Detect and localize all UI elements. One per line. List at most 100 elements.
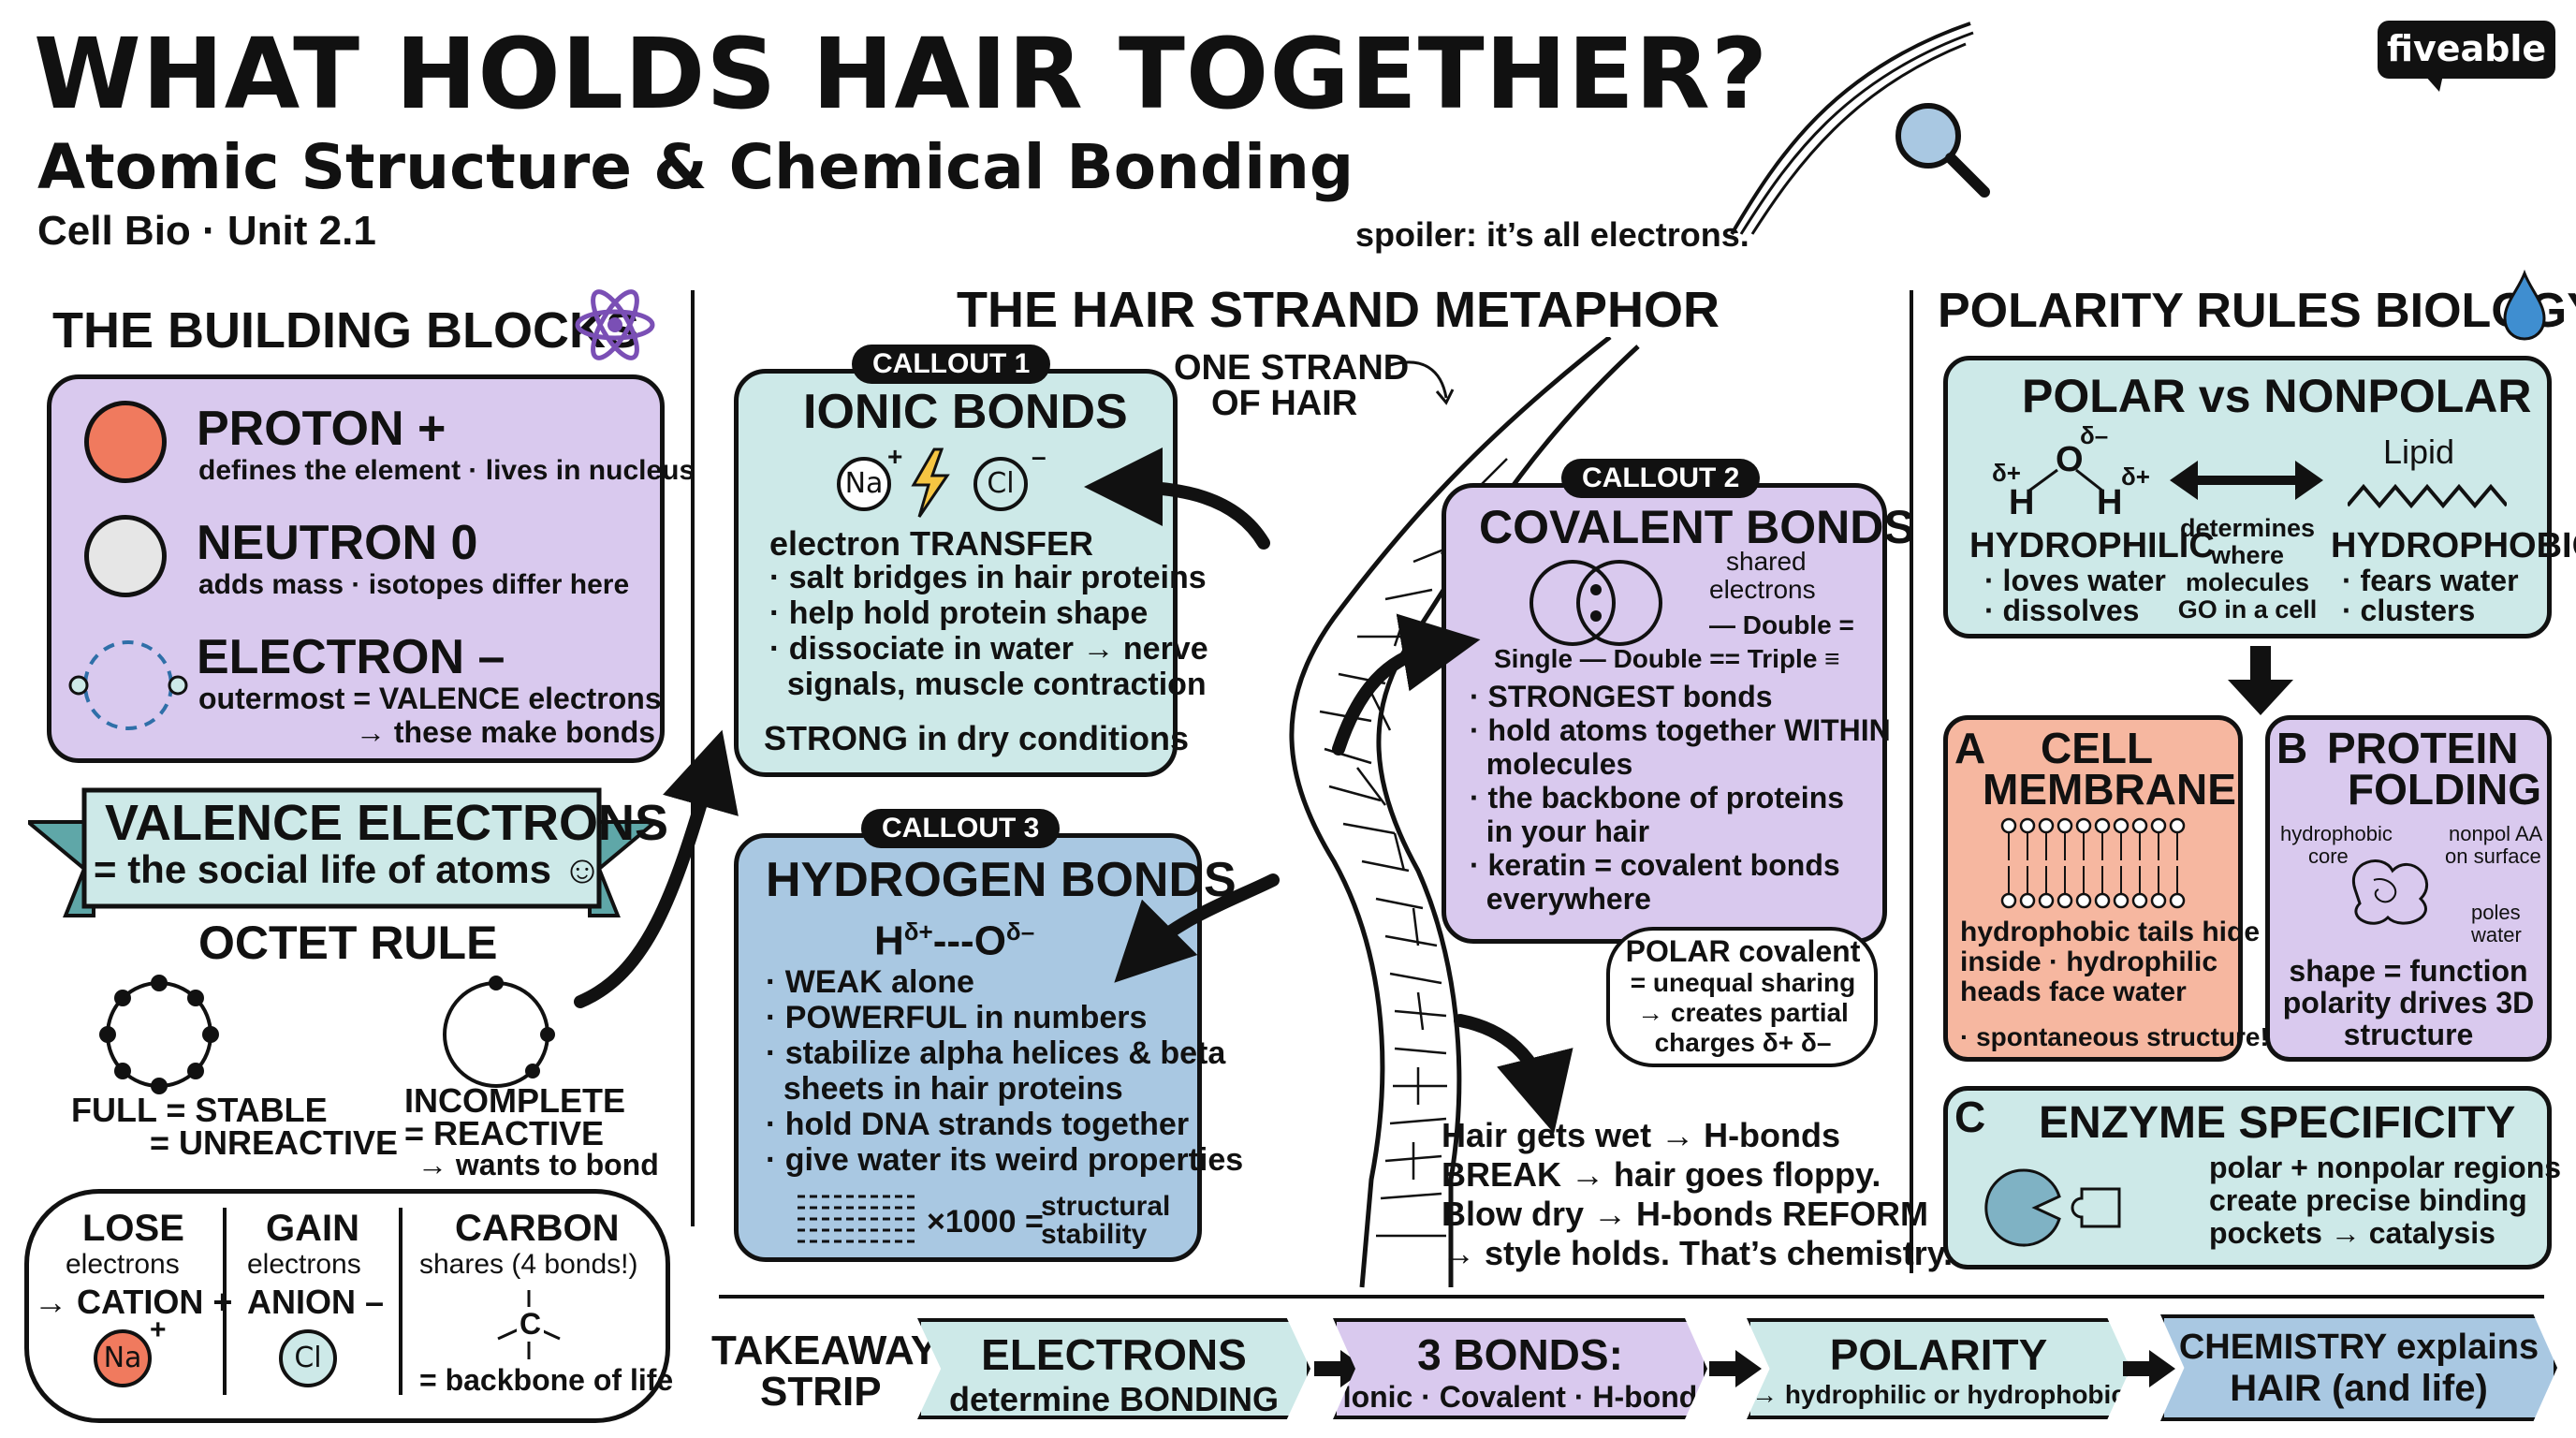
hydrogen-item: · give water its weird properties [766,1142,1244,1178]
brand-logo-tail [2424,75,2443,92]
takeaway-step-chemistry: CHEMISTRY explains HAIR (and life) [2160,1314,2557,1421]
ionic-lead: electron TRANSFER [769,524,1094,563]
covalent-item: molecules [1470,747,1633,781]
valence-banner-sub: = the social life of atoms ☺ [94,847,603,891]
folding-poles-1: poles [2471,901,2521,924]
down-arrow-icon [2228,646,2293,715]
hbond-o: ---O [932,917,1006,964]
lose-sub: electrons [66,1249,180,1280]
hbond-delta-minus: δ– [1005,917,1035,946]
hydrophobic-item-1: · fears water [2342,564,2519,597]
polar-line-2: = unequal sharing [1630,968,1856,997]
takeaway-step-bonds: 3 BONDS: Ionic · Covalent · H-bond [1333,1318,1707,1419]
full-octet-label-1: FULL = STABLE [71,1091,328,1129]
brand-name: fiveable [2386,28,2547,69]
hydrogen-list: · WEAK alone · POWERFUL in numbers · sta… [766,964,1243,1178]
electron-desc-1: outermost = VALENCE electrons [198,682,662,715]
covalent-item: · hold atoms together WITHIN [1470,713,1891,747]
carbon-symbol: C [517,1307,545,1342]
takeaway-step-sub: → hydrophilic or hydrophobic [1751,1380,2126,1409]
incomplete-label-2: = REACTIVE [404,1114,605,1152]
polar-line-3: → creates partial [1637,998,1849,1027]
covalent-item: · keratin = covalent bonds [1470,848,1840,882]
shared-label-1: shared [1726,547,1807,576]
membrane-title-2: MEMBRANE [1983,765,2236,814]
callout-2-tag: CALLOUT 2 [1561,459,1761,498]
na-symbol: Na [844,467,884,500]
membrane-title-1: CELL [2041,724,2154,772]
enzyme-letter: C [1954,1093,1986,1141]
membrane-desc-line: inside · hydrophilic [1960,946,2218,977]
folding-desc: shape = function polarity drives 3D stru… [2275,955,2542,1050]
cl-charge: – [1032,442,1046,471]
hydrogen-item: · POWERFUL in numbers [766,1000,1148,1035]
folding-letter: B [2276,724,2308,772]
hbond-structural-2: stability [1041,1219,1148,1250]
folding-np-1: nonpol AA [2449,822,2543,845]
hbond-structural-1: structural [1041,1191,1171,1222]
page-subtitle: Atomic Structure & Chemical Bonding [37,131,1354,203]
neutron-name: NEUTRON 0 [197,516,478,570]
lose-heading: LOSE [82,1208,184,1249]
electron-icon [68,640,188,730]
covalent-item: everywhere [1470,882,1651,916]
membrane-letter: A [1954,724,1986,772]
ions-divider-2 [399,1208,402,1395]
hbond-network-icon [798,1195,919,1243]
takeaway-arrow-3 [2123,1350,2175,1387]
polarity-heading: POLARITY RULES BIOLOGY [1938,284,2576,338]
electron-desc-2: → these make bonds [356,715,656,749]
chloride-symbol: Cl [294,1342,322,1374]
gain-heading: GAIN [266,1208,359,1249]
proton-desc: defines the element · lives in nucleus [198,455,695,486]
covalent-title: COVALENT BONDS [1479,501,1915,553]
ionic-item: · salt bridges in hair proteins [769,560,1207,595]
valence-banner-ribbon [28,787,655,917]
water-d-plus-left: δ+ [1992,459,2021,487]
strand-label-1: ONE STRAND [1174,348,1410,388]
metaphor-heading: THE HAIR STRAND METAPHOR [957,282,1720,338]
enzyme-desc-line: create precise binding [2209,1183,2527,1217]
carbon-backbone: = backbone of life [419,1363,674,1397]
double-label: — Double = [1709,610,1854,639]
takeaway-step-electrons: ELECTRONS determine BONDING [917,1318,1310,1419]
lightning-icon [911,448,950,518]
cation-label: → CATION + [34,1283,233,1321]
takeaway-step-title: ELECTRONS [981,1330,1247,1379]
ionic-foot: STRONG in dry conditions [764,719,1190,757]
takeaway-arrow-2 [1709,1350,1762,1387]
ions-divider-1 [223,1208,227,1395]
polar-line-1: POLAR covalent [1625,934,1861,968]
folding-title-1: PROTEIN [2327,724,2519,772]
incomplete-label-3: → wants to bond [417,1148,659,1181]
membrane-desc: hydrophobic tails hide inside · hydrophi… [1960,917,2260,1007]
divider-bottom [719,1295,2544,1299]
hydrogen-item: sheets in hair proteins [766,1071,1123,1107]
membrane-desc-line: heads face water [1960,976,2187,1007]
neutron-desc: adds mass · isotopes differ here [198,569,630,600]
takeaway-label-1: TAKEAWAY [711,1328,939,1373]
folding-desc-line: structure [2343,1018,2474,1051]
enzyme-title: ENZYME SPECIFICITY [2039,1098,2516,1148]
folding-desc-line: polarity drives 3D [2282,986,2535,1020]
hbond-multiplier: ×1000 = [927,1204,1044,1240]
cl-symbol: Cl [987,467,1015,500]
folding-poles-2: water [2471,923,2522,946]
ionic-title: IONIC BONDS [803,385,1128,439]
na-ion-icon: Na [837,457,891,511]
valence-banner-title: VALENCE ELECTRONS [105,795,669,851]
determines-line: molecules [2185,568,2310,596]
wet-note-line: → style holds. That’s chemistry. [1442,1234,1954,1272]
ionic-item: signals, muscle contraction [769,667,1207,702]
spoiler-text: spoiler: it’s all electrons. [1355,215,1749,254]
double-arrow-icon [2170,461,2323,500]
neutron-icon [84,515,167,597]
carbon-heading: CARBON [455,1208,620,1249]
hydrogen-item: · WEAK alone [766,964,974,1000]
folding-title-2: FOLDING [2348,765,2541,814]
determines-line: determines [2179,514,2316,542]
full-octet-label-2: = UNREACTIVE [150,1123,399,1162]
strand-label-2: OF HAIR [1211,384,1358,423]
enzyme-desc-line: polar + nonpolar regions [2209,1151,2562,1184]
folding-desc-line: shape = function [2289,954,2528,988]
